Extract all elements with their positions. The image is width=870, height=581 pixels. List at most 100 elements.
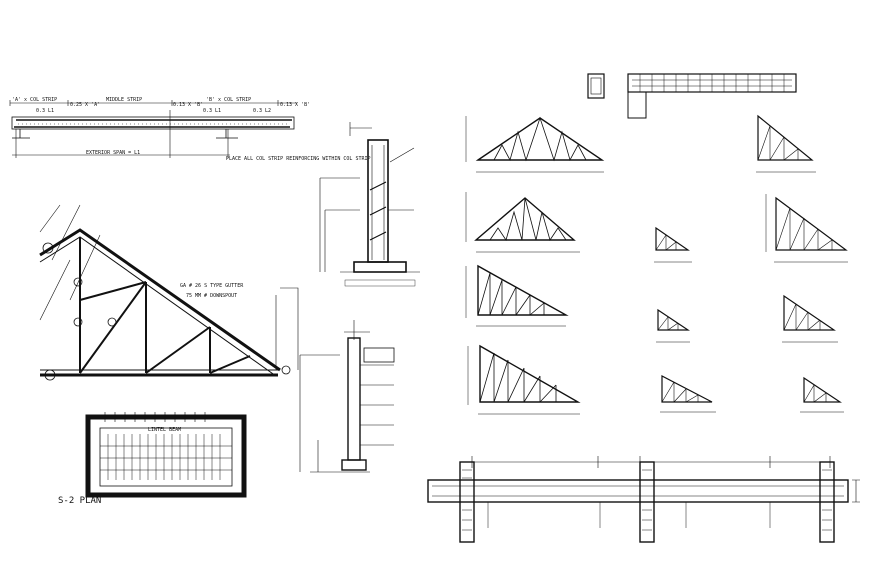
- wall2-dims: [299, 354, 370, 473]
- beam-column: [639, 461, 655, 543]
- beam-column: [459, 461, 475, 543]
- truss-outline: [775, 196, 848, 251]
- truss-webs: [489, 197, 567, 241]
- truss-outline: [657, 308, 690, 331]
- truss-outline: [475, 117, 605, 161]
- truss-elevation: [765, 194, 848, 263]
- truss-dims: [765, 194, 848, 263]
- beam-support: [627, 91, 647, 119]
- truss-webs: [479, 352, 557, 403]
- callout-leader: [275, 287, 299, 370]
- plan-rebar-grid: [107, 434, 221, 480]
- truss-dims: [465, 192, 580, 253]
- truss-outline: [479, 344, 581, 403]
- wall-ties: [369, 181, 387, 241]
- truss-elevation: [660, 375, 716, 413]
- dim-a-label: 0.25 X 'A': [70, 102, 100, 108]
- truss-webs: [493, 116, 587, 162]
- slab-strip-detail: 'A' x COL STRIP MIDDLE STRIP 'B' x COL S…: [9, 97, 371, 162]
- plan-inner: [99, 427, 233, 487]
- beam-body: [427, 479, 849, 503]
- truss-elevation: [782, 294, 838, 343]
- beam-long-bars: [432, 485, 844, 497]
- column-section: [587, 73, 605, 99]
- truss-dims: [465, 116, 604, 173]
- truss-outline: [783, 294, 836, 331]
- base-dim: [344, 279, 416, 287]
- beam-column: [819, 461, 835, 543]
- exterior-span-label: EXTERIOR SPAN = L1: [86, 150, 140, 156]
- downspout-callout: 75 MM # DOWNSPOUT: [186, 293, 237, 299]
- column-supports: [12, 129, 238, 139]
- wall2-lintel: [363, 347, 395, 363]
- l1-a-label: 0.3 L1: [36, 108, 54, 114]
- slab-outline: [11, 116, 295, 130]
- truss-outline: [757, 114, 814, 161]
- truss-outline: [474, 197, 576, 241]
- plan-caption: S-2 PLAN: [58, 496, 101, 506]
- truss-webs: [79, 237, 251, 374]
- col-strip-right-label: 'B' x COL STRIP: [206, 97, 251, 103]
- bolt-marker: [73, 317, 83, 327]
- plan-rebar-rows: [100, 445, 232, 471]
- dim-b2-label: 0.13 X 'B': [280, 102, 310, 108]
- wall-section-upper: [319, 122, 420, 287]
- truss-break-lines: [39, 204, 101, 321]
- truss-webs: [775, 207, 833, 251]
- large-truss-detail: GA # 26 S TYPE GUTTER 75 MM # DOWNSPOUT: [39, 204, 299, 381]
- bolt-marker: [73, 277, 83, 287]
- column-ties: [462, 469, 832, 531]
- truss-elevation: [465, 116, 605, 173]
- col-strip-left-label: 'A' x COL STRIP: [12, 97, 57, 103]
- bolt-marker: [107, 317, 117, 327]
- truss-webs: [757, 125, 799, 161]
- truss-elevation: [656, 308, 690, 343]
- l1-b-label: 0.3 L1: [203, 108, 221, 114]
- footing: [353, 261, 407, 273]
- truss-webs: [803, 384, 827, 403]
- truss-elevation: [465, 264, 569, 327]
- wall-section-lower: [299, 320, 395, 473]
- middle-strip-label: MIDDLE STRIP: [106, 97, 142, 103]
- truss-elevations: [465, 114, 848, 415]
- s2-plan: LINTEL BEAM S-2 PLAN: [58, 412, 247, 506]
- truss-elevation: [465, 192, 580, 253]
- gutter-callout: GA # 26 S TYPE GUTTER: [180, 283, 244, 289]
- truss-webs: [657, 316, 679, 331]
- wall2-footing: [341, 459, 367, 471]
- truss-outline: [803, 376, 842, 403]
- plan-border: [85, 414, 247, 498]
- wall-top-dim: [349, 122, 372, 136]
- plan-header: LINTEL BEAM: [148, 427, 181, 433]
- wall-rebar: [371, 145, 385, 260]
- truss-dims: [467, 346, 580, 415]
- truss-outline: [655, 226, 690, 251]
- continuous-beam-detail: [427, 456, 860, 543]
- strip-dim-line: [9, 100, 297, 106]
- beam-stirrups: [639, 74, 785, 92]
- top-chord: [39, 228, 281, 372]
- truss-webs: [661, 381, 699, 403]
- truss-elevation: [756, 114, 816, 173]
- truss-elevation: [654, 226, 692, 263]
- truss-elevation: [800, 376, 844, 413]
- truss-dims: [465, 266, 566, 327]
- span-dim-line: [12, 110, 230, 158]
- strip-note: PLACE ALL COL STRIP REINFORCING WITHIN C…: [226, 156, 371, 162]
- wall2-top: [344, 320, 370, 340]
- bolt-marker: [42, 242, 54, 254]
- top-chord-inner: [39, 236, 277, 377]
- truss-webs: [477, 272, 545, 316]
- l2-label: 0.3 L2: [253, 108, 271, 114]
- truss-webs: [655, 234, 677, 251]
- wall2-ledgers: [360, 364, 394, 446]
- truss-outline: [661, 375, 713, 403]
- gutter-section: [281, 365, 291, 375]
- dim-b1-label: 0.13 X 'B': [173, 102, 203, 108]
- wall-outline: [367, 139, 389, 263]
- truss-outline: [477, 264, 569, 316]
- beam-drop-lines: [487, 502, 771, 528]
- beam-depth-dim: [852, 479, 860, 503]
- wall-leaders: [388, 147, 415, 272]
